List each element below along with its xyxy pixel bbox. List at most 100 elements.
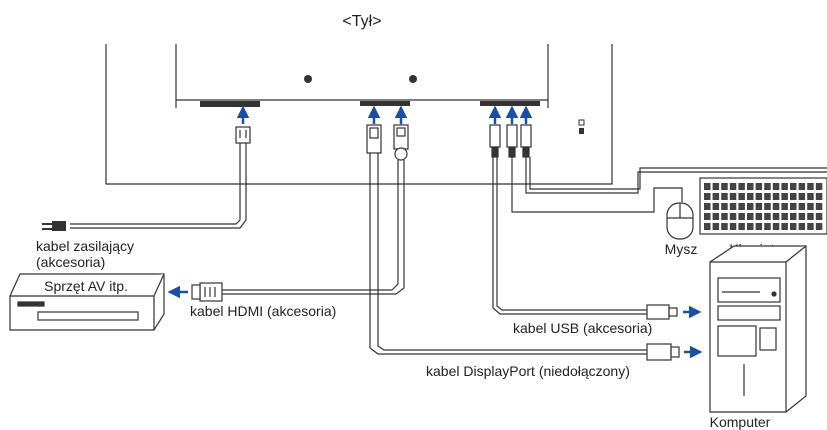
keyboard-icon: [699, 177, 827, 235]
usb-plug-icon: [489, 124, 532, 158]
keyboard-key: [747, 183, 754, 190]
monitor-rear: [105, 44, 613, 185]
keyboard-key: [790, 213, 797, 220]
keyboard-key: [704, 203, 711, 210]
keyboard-key: [764, 183, 771, 190]
keyboard-key: [747, 213, 754, 220]
keyboard-key: [747, 193, 754, 200]
av-device-icon: [9, 273, 165, 331]
keyboard-key: [704, 213, 711, 220]
keyboard-key: [790, 183, 797, 190]
keyboard-key: [772, 213, 780, 220]
keyboard-key: [755, 213, 763, 220]
keyboard-key: [747, 223, 754, 230]
keyboard-key: [729, 203, 737, 210]
computer-icon: [709, 245, 807, 413]
keyboard-key: [755, 203, 763, 210]
power-cable-note: (akcesoria): [36, 254, 105, 270]
keyboard-key: [781, 203, 788, 210]
mouse-cable: [511, 157, 683, 213]
keyboard-key: [721, 223, 728, 230]
keyboard-key: [712, 183, 720, 190]
keyboard-key: [712, 223, 720, 230]
keyboard-key: [798, 193, 806, 200]
keyboard-key: [772, 193, 780, 200]
keyboard-key: [807, 223, 814, 230]
keyboard-key: [704, 223, 711, 230]
hdmi-cable-end-icon: [191, 282, 223, 302]
keyboard-key: [755, 223, 763, 230]
keyboard-key: [704, 193, 711, 200]
keyboard-key: [772, 183, 780, 190]
keyboard-key: [807, 203, 814, 210]
port-arrows: [236, 105, 533, 124]
hdmi-cable-label: kabel HDMI (akcesoria): [190, 303, 336, 319]
displayport-cable-end-icon: [646, 343, 680, 361]
keyboard-key: [764, 213, 771, 220]
keyboard-key: [807, 193, 814, 200]
keyboard-key: [798, 203, 806, 210]
power-cable-label: kabel zasilający: [36, 238, 134, 254]
keyboard-key: [729, 183, 737, 190]
displayport-cable-label: kabel DisplayPort (niedołączony): [426, 363, 630, 379]
keyboard-key: [815, 183, 823, 190]
keyboard-key: [772, 203, 780, 210]
usb-cable-end-icon: [646, 304, 678, 320]
port-row: [200, 101, 540, 107]
power-cable: [70, 143, 241, 225]
keyboard-key: [815, 193, 823, 200]
keyboard-key: [704, 183, 711, 190]
usb-cable-label: kabel USB (akcesoria): [513, 320, 652, 336]
keyboard-key: [738, 213, 745, 220]
keyboard-key: [721, 183, 728, 190]
keyboard-key: [790, 203, 797, 210]
keyboard-key: [781, 223, 788, 230]
keyboard-key: [738, 183, 745, 190]
keyboard-key: [738, 203, 745, 210]
hdmi-cable: [222, 160, 399, 291]
keyboard-key: [755, 193, 763, 200]
keyboard-key: [815, 213, 823, 220]
keyboard-key: [764, 193, 771, 200]
keyboard-key: [721, 213, 728, 220]
keyboard-key: [712, 213, 720, 220]
keyboard-key: [790, 223, 797, 230]
keyboard-key: [815, 223, 823, 230]
av-device-label: Sprzęt AV itp.: [44, 278, 128, 294]
mouse-label: Mysz: [665, 241, 698, 257]
computer-label: Komputer: [710, 414, 771, 430]
keyboard-key: [712, 193, 720, 200]
keyboard-key: [798, 223, 806, 230]
hdmi-plug-icon: [393, 124, 409, 161]
keyboard-key: [712, 203, 720, 210]
keyboard-key: [807, 183, 814, 190]
power-plug-icon: [235, 126, 251, 144]
keyboard-key: [747, 203, 754, 210]
keyboard-key: [815, 203, 823, 210]
keyboard-key: [721, 203, 728, 210]
keyboard-key: [764, 223, 771, 230]
keyboard-key: [798, 213, 806, 220]
keyboard-key: [781, 183, 788, 190]
keyboard-key: [729, 193, 737, 200]
keyboard-key: [738, 223, 745, 230]
displayport-cable: [369, 153, 647, 355]
keyboard-key: [781, 193, 788, 200]
mouse-icon: [666, 202, 694, 240]
keyboard-key: [781, 213, 788, 220]
usb-cable: [492, 157, 647, 315]
keyboard-key: [738, 193, 745, 200]
keyboard-key: [798, 183, 806, 190]
lock-icon: [578, 119, 585, 134]
keyboard-key: [721, 193, 728, 200]
keyboard-cable: [525, 157, 827, 194]
keyboard-key: [807, 213, 814, 220]
keyboard-key: [790, 193, 797, 200]
keyboard-key: [729, 213, 737, 220]
keyboard-key: [764, 203, 771, 210]
diagram-title: <Tył>: [342, 13, 381, 30]
keyboard-key: [772, 223, 780, 230]
mounting-screw-icon: [304, 75, 417, 83]
keyboard-key: [729, 223, 737, 230]
